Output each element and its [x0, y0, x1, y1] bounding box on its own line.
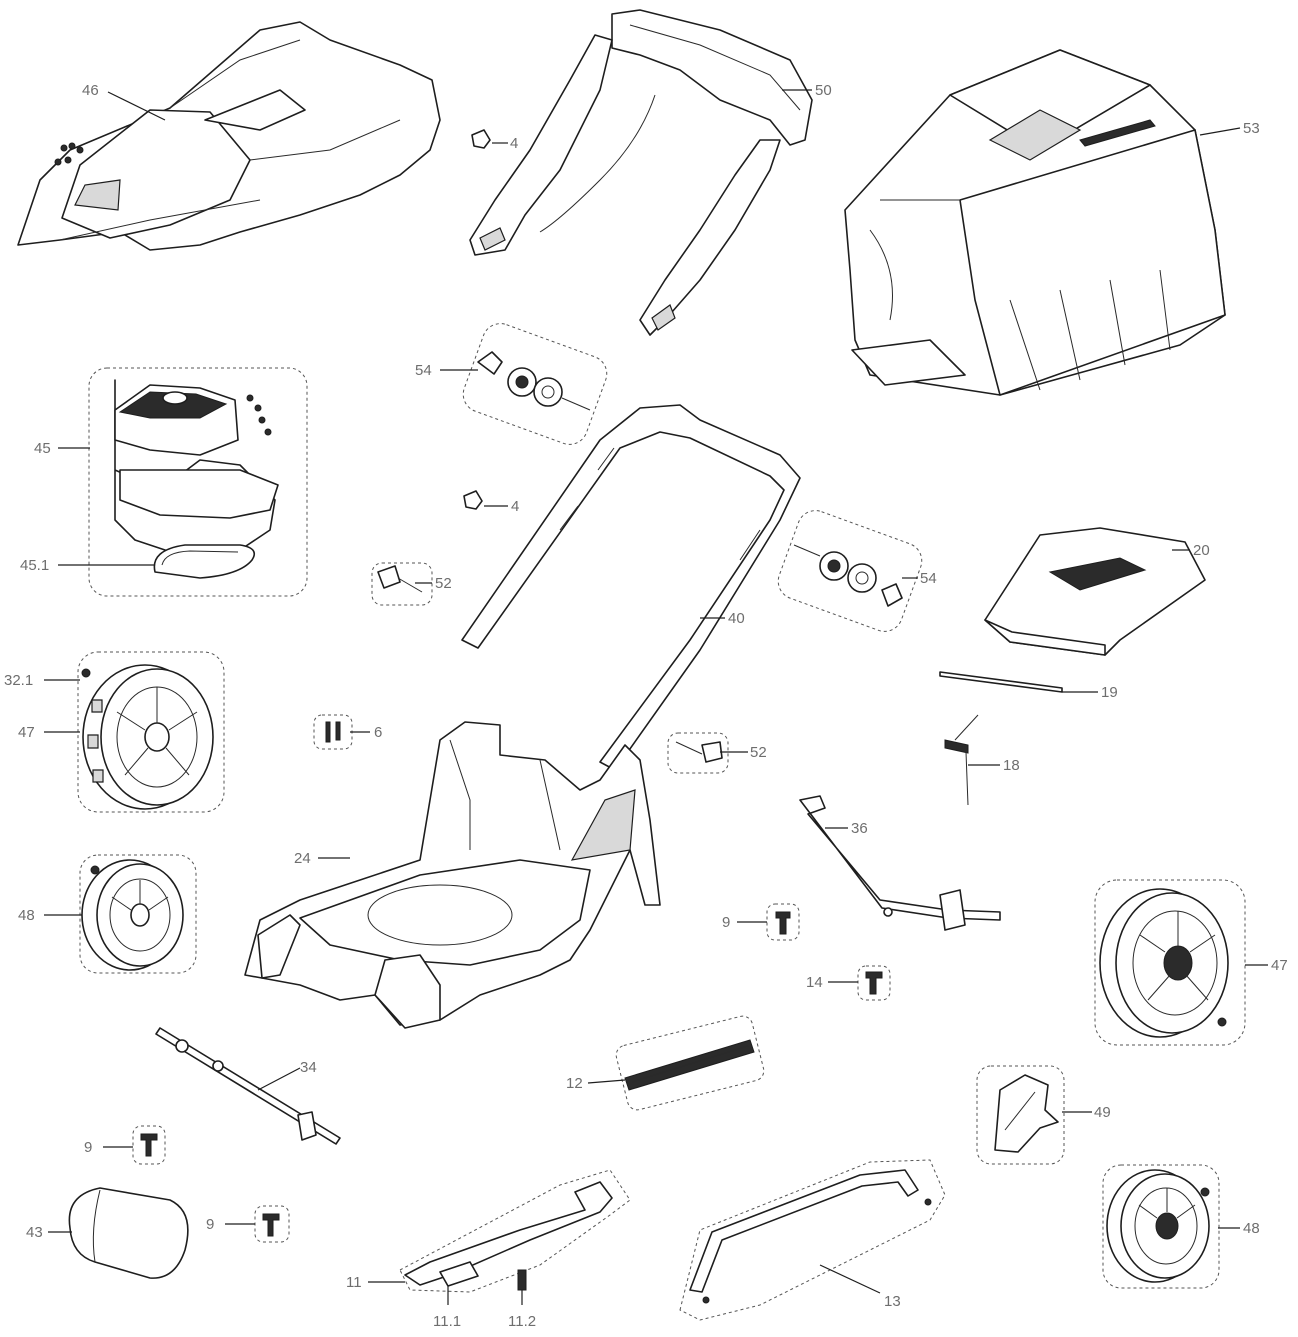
label-lower-handle: 40	[728, 610, 745, 627]
screw-set-6	[313, 714, 353, 750]
label-axle: 34	[300, 1059, 317, 1076]
rear-wheel-left	[77, 651, 225, 813]
label-deck: 24	[294, 850, 311, 867]
mower-deck	[244, 721, 661, 1029]
label-blade: 11	[346, 1274, 362, 1291]
label-carry-handle: 13	[884, 1293, 901, 1310]
motor-cover	[17, 21, 441, 251]
label-side-guard: 49	[1094, 1104, 1111, 1121]
front-wheel-left	[79, 854, 197, 974]
label-belt: 45.1	[20, 557, 49, 574]
leader-lines	[44, 89, 1268, 1305]
label-blade-part-1: 11.1	[433, 1313, 461, 1330]
label-brush: 12	[566, 1075, 583, 1092]
label-front-wheel-right: 48	[1243, 1220, 1260, 1237]
wheel-cap	[81, 668, 91, 678]
label-clamp-left: 52	[435, 575, 452, 592]
label-cover: 46	[82, 82, 99, 99]
label-screw-set-9-left: 9	[84, 1139, 92, 1156]
label-wheel-cap: 32.1	[4, 672, 33, 689]
cutting-blade	[399, 1169, 631, 1293]
front-axle	[155, 1027, 341, 1145]
torsion-spring	[944, 714, 979, 806]
upper-handle	[469, 9, 813, 336]
label-clamp-right: 52	[750, 744, 767, 761]
label-adjuster-right: 54	[920, 570, 937, 587]
screw-set-9-left	[132, 1125, 166, 1165]
label-knob-top: 4	[510, 135, 518, 152]
label-adjuster-top: 54	[415, 362, 432, 379]
label-height-lever: 36	[851, 820, 868, 837]
roller-brush	[615, 1015, 765, 1111]
handle-knob-mid	[463, 490, 483, 510]
grass-box	[844, 49, 1226, 396]
height-adjuster-right	[777, 510, 923, 632]
screw-set-9-mid	[766, 903, 800, 941]
label-motor: 45	[34, 440, 51, 457]
label-grass-box: 53	[1243, 120, 1260, 137]
motor-assembly-group	[88, 367, 308, 597]
label-screw-set-6: 6	[374, 724, 382, 741]
label-knob-mid: 4	[511, 498, 519, 515]
label-upper-handle: 50	[815, 82, 832, 99]
handle-knob-top	[471, 129, 491, 149]
lower-handle	[461, 404, 801, 771]
label-mulch-plug: 43	[26, 1224, 43, 1241]
label-screw-set-9-mid: 9	[722, 914, 730, 931]
handle-clamp-right	[667, 732, 729, 774]
label-rear-wheel-right: 47	[1271, 957, 1288, 974]
label-blade-part-2: 11.2	[508, 1313, 536, 1330]
height-adjuster-top	[462, 323, 608, 445]
label-rear-flap: 20	[1193, 542, 1210, 559]
label-rod: 19	[1101, 684, 1118, 701]
label-rear-wheel-left: 47	[18, 724, 35, 741]
rear-flap-rod	[939, 671, 1063, 693]
height-adjust-lever	[799, 795, 1001, 931]
label-screw-set-14: 14	[806, 974, 823, 991]
label-spring: 18	[1003, 757, 1020, 774]
label-front-wheel-left: 48	[18, 907, 35, 924]
screw-set-9-bottom	[254, 1205, 290, 1243]
rear-wheel-right	[1094, 879, 1246, 1046]
side-discharge-guard	[976, 1065, 1065, 1165]
mulch-plug	[68, 1187, 189, 1279]
part-labels: 46 4 50 53 45 45.1 54 4 40 20 52 52 54 3…	[4, 82, 1288, 1330]
label-screw-set-9-bottom: 9	[206, 1216, 214, 1233]
drive-belt	[153, 544, 256, 579]
rear-flap	[984, 527, 1206, 656]
front-wheel-right	[1102, 1164, 1220, 1289]
handle-clamp-left	[371, 562, 433, 606]
screw-set-14	[857, 965, 891, 1001]
carry-handle	[679, 1159, 946, 1321]
